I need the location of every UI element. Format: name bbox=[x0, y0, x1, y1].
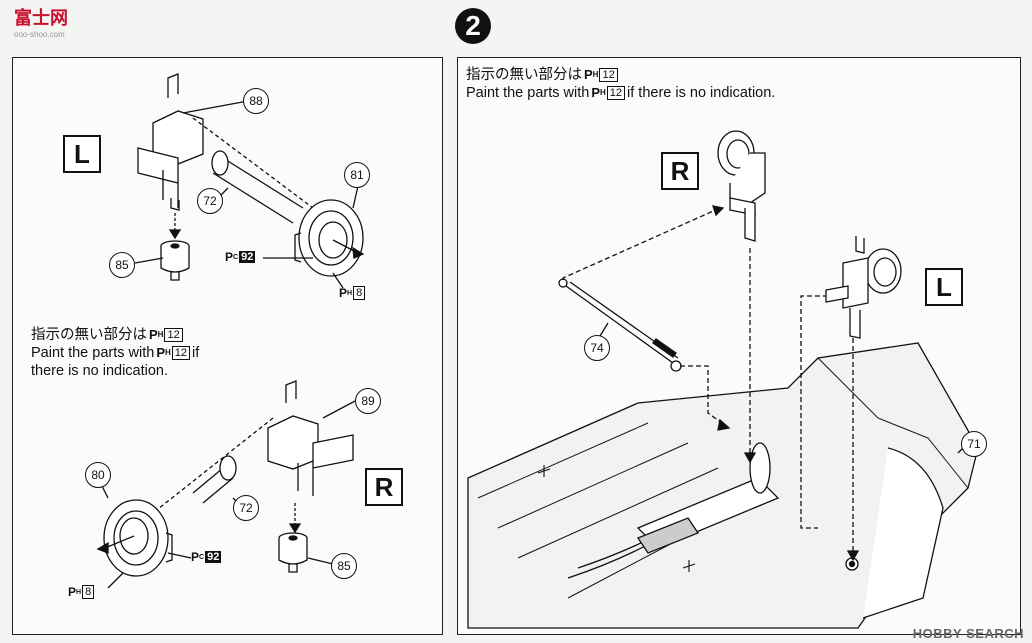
part-callout-88: 88 bbox=[243, 88, 269, 114]
part-callout-72: 72 bbox=[197, 188, 223, 214]
site-logo: 富士网 ooo-shoo.com bbox=[14, 4, 68, 39]
paint-letter: P bbox=[156, 345, 165, 360]
paint-sub: C bbox=[199, 553, 205, 561]
paint-sub: H bbox=[600, 88, 606, 97]
paint-letter: P bbox=[584, 67, 593, 82]
note-jp: 指示の無い部分は bbox=[466, 67, 582, 83]
right-assembly-drawing bbox=[467, 130, 979, 629]
paint-letter: P bbox=[591, 85, 600, 100]
part-callout-72-bottom: 72 bbox=[233, 495, 259, 521]
paint-num: 12 bbox=[164, 328, 183, 342]
paint-letter: P bbox=[149, 327, 158, 342]
paint-num: 92 bbox=[239, 251, 256, 263]
paint-letter: P bbox=[68, 585, 77, 599]
paint-sub: H bbox=[165, 348, 171, 357]
paint-num: 12 bbox=[606, 86, 626, 100]
right-side-label: R bbox=[661, 152, 699, 190]
step-number-badge: 2 bbox=[455, 8, 491, 44]
paint-sub: C bbox=[233, 253, 239, 261]
part-callout-71: 71 bbox=[961, 431, 987, 457]
left-assembly-drawing bbox=[96, 73, 365, 589]
logo-text: 富士网 bbox=[14, 8, 68, 28]
left-side-label: L bbox=[63, 135, 101, 173]
note-en-1: Paint the parts with bbox=[466, 85, 590, 101]
paint-sub: H bbox=[347, 289, 353, 297]
note-en-1: Paint the parts with bbox=[31, 345, 155, 361]
logo-sub: ooo-shoo.com bbox=[14, 30, 65, 39]
paint-num: 92 bbox=[205, 551, 222, 563]
paint-letter: P bbox=[191, 550, 200, 564]
right-side-label: R bbox=[365, 468, 403, 506]
paint-num: 8 bbox=[353, 286, 366, 300]
note-jp: 指示の無い部分は bbox=[31, 327, 147, 343]
watermark: HOBBY SEARCH bbox=[912, 626, 1024, 641]
paint-num: 12 bbox=[599, 68, 618, 82]
paint-letter: P bbox=[225, 250, 234, 264]
note-en-2: if there is no indication. bbox=[627, 85, 776, 101]
paint-letter: P bbox=[339, 286, 348, 300]
part-callout-89: 89 bbox=[355, 388, 381, 414]
part-callout-85-bottom: 85 bbox=[331, 553, 357, 579]
paint-sub: H bbox=[157, 330, 164, 339]
part-callout-81: 81 bbox=[344, 162, 370, 188]
paint-sub: H bbox=[592, 70, 599, 79]
part-callout-85: 85 bbox=[109, 252, 135, 278]
paint-sub: H bbox=[76, 588, 82, 596]
part-callout-80: 80 bbox=[85, 462, 111, 488]
left-side-label: L bbox=[925, 268, 963, 306]
note-en-2: if bbox=[192, 345, 200, 361]
paint-num: 12 bbox=[171, 346, 191, 360]
note-en-3: there is no indication. bbox=[31, 363, 169, 379]
paint-num: 8 bbox=[82, 585, 95, 599]
part-callout-74: 74 bbox=[584, 335, 610, 361]
